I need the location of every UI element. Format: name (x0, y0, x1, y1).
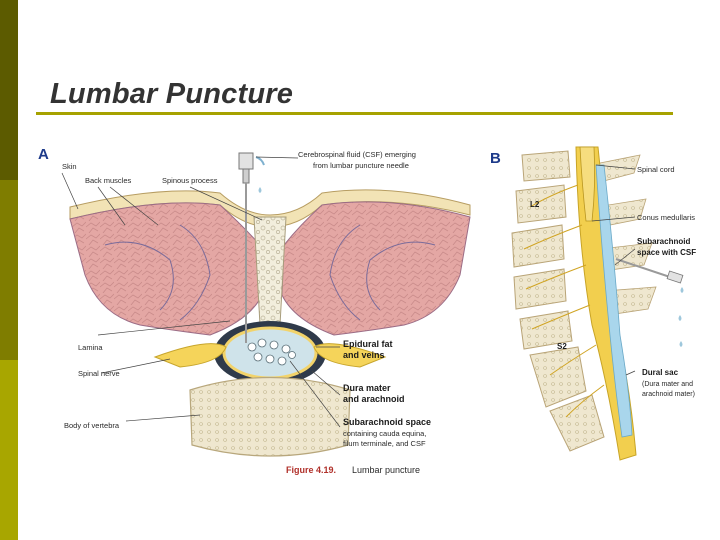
sidebar-accent (0, 0, 18, 540)
label-l2: L2 (530, 200, 540, 209)
label-dural-sac-note2: arachnoid mater) (642, 391, 695, 398)
label-subarachnoid-line1: Subarachnoid space (343, 417, 431, 427)
cauda-equina (247, 338, 296, 366)
label-dura-line2: and arachnoid (343, 394, 405, 404)
sidebar-segment-dark (0, 0, 18, 180)
label-subarachnoid-line2: containing cauda equina, (343, 429, 426, 438)
label-dural-sac: Dural sac (642, 368, 679, 377)
label-spinal-nerve: Spinal nerve (78, 369, 120, 378)
caption-text: Lumbar puncture (352, 465, 420, 475)
right-back-muscle (281, 201, 471, 336)
vertebral-body (189, 376, 351, 457)
figure-svg: A (38, 146, 696, 475)
label-dura-line1: Dura mater (343, 383, 391, 393)
label-skin: Skin (62, 162, 77, 171)
sidebar-segment-mid (0, 180, 18, 360)
sidebar-segment-light (0, 360, 18, 540)
panel-a-letter: A (38, 146, 49, 163)
label-epidural-line1: Epidural fat (343, 339, 393, 349)
label-conus-medullaris: Conus medullaris (637, 213, 695, 222)
lumbar-needle (238, 152, 265, 343)
left-spinal-nerve-shape (153, 343, 227, 368)
panel-a-leader-lines (61, 156, 341, 428)
panel-b: B (490, 146, 696, 461)
label-body-of-vertebra: Body of vertebra (64, 421, 120, 430)
label-epidural-line2: and veins (343, 350, 385, 360)
subarachnoid-csf-space (595, 164, 633, 438)
vertebral-column (511, 150, 605, 452)
left-muscle-fascia (104, 224, 211, 321)
label-dural-sac-note1: (Dura mater and (642, 381, 693, 388)
slide-title: Lumbar Puncture (50, 78, 294, 110)
right-muscle-fascia (329, 224, 436, 321)
label-csf-line2: from lumbar puncture needle (313, 161, 409, 170)
nerve-roots (523, 184, 605, 418)
label-lamina: Lamina (78, 343, 103, 352)
label-s2: S2 (557, 342, 567, 351)
dural-sac-cross-section (222, 326, 318, 380)
panel-a: A (38, 146, 471, 457)
needle-b (615, 258, 684, 347)
panel-b-leader-lines (591, 164, 636, 376)
caption-number: Figure 4.19. (286, 465, 336, 475)
label-subarachnoid-line3: filum terminale, and CSF (343, 439, 426, 448)
figure-caption: Figure 4.19. Lumbar puncture (286, 465, 420, 475)
label-csf-line1: Cerebrospinal fluid (CSF) emerging (298, 150, 416, 159)
label-subarachnoid-b-line2: space with CSF (637, 248, 696, 257)
panel-b-letter: B (490, 150, 501, 167)
label-spinous-process: Spinous process (162, 176, 218, 185)
label-spinal-cord: Spinal cord (637, 165, 675, 174)
left-back-muscle (69, 202, 263, 336)
label-subarachnoid-b-line1: Subarachnoid (637, 237, 690, 246)
title-underline (36, 112, 673, 115)
right-spinal-nerve-shape (313, 343, 387, 368)
label-back-muscles: Back muscles (85, 176, 132, 185)
spinous-process (253, 216, 287, 326)
lumbar-puncture-figure: A (30, 125, 710, 490)
